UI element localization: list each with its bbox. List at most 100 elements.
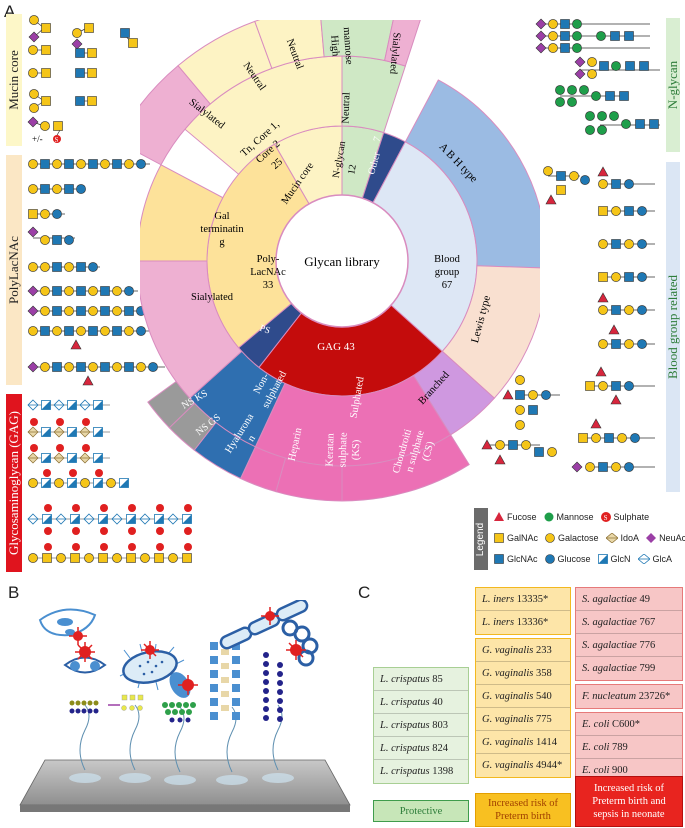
mucin-note: +/- [32, 134, 43, 144]
label-keratan-3: (KS) [351, 439, 363, 460]
strain-row: E. coli C600* [576, 713, 682, 736]
legend-row-2: GalNAc Galactose IdoA NeuAc [494, 533, 685, 543]
strain-row: G. vaginalis 4944* [476, 754, 570, 777]
legend-title: Legend [475, 522, 487, 556]
strain-row: L. crispatus 824 [374, 737, 468, 760]
strain-id: 4944* [533, 760, 563, 771]
strain-id: 803 [429, 720, 448, 731]
strain-row: G. vaginalis 1414 [476, 731, 570, 754]
strain-id: 13335* [514, 594, 549, 605]
strain-row: L. iners 13336* [476, 611, 570, 634]
label-sialylated-poly: Sialylated [191, 292, 234, 303]
category-sepsis-line-1: Increased risk of [594, 783, 664, 794]
strain-row: L. crispatus 803 [374, 714, 468, 737]
strain-id: 23726* [636, 691, 671, 702]
legend-sulphate: Sulphate [613, 512, 650, 522]
strain-species: L. crispatus [380, 766, 430, 777]
ring-abh [404, 79, 540, 269]
strain-id: 13336* [514, 617, 549, 628]
label-blood-group-count: 67 [442, 280, 453, 291]
legend-galactose: Galactose [558, 533, 599, 543]
strain-row: S. agalactiae 776 [576, 634, 682, 657]
label-hyaluronan-2: n [246, 433, 259, 444]
band-nglycan: N-glycan [665, 18, 680, 152]
strain-species: G. vaginalis [482, 668, 534, 679]
strain-id: 799 [636, 663, 656, 674]
label-sialylated-n: Sialylated [387, 32, 402, 76]
strain-id: 824 [429, 743, 448, 754]
category-sepsis: Increased risk of Preterm birth and seps… [575, 776, 683, 827]
galactose-icon [545, 533, 555, 543]
strain-species: L. crispatus [380, 697, 430, 708]
category-preterm: Increased risk of Preterm birth [475, 793, 571, 827]
strain-species: S. agalactiae [582, 640, 637, 651]
legend-glca: GlcA [652, 554, 673, 564]
ring-ns-ks [147, 380, 196, 429]
label-neutral-n: Neutral [340, 92, 352, 124]
strain-row: S. agalactiae 49 [576, 588, 682, 611]
legend-idoa: IdoA [620, 533, 640, 543]
sulphate-icon: S [600, 512, 611, 522]
glycan-array-illustration [19, 600, 351, 812]
strain-species: S. agalactiae [582, 594, 637, 605]
mannose-icon [544, 512, 554, 522]
label-polylacnac-count: 33 [263, 280, 274, 291]
glucose-icon [544, 554, 555, 564]
strain-species: L. crispatus [380, 674, 430, 685]
strain-species: S. agalactiae [582, 617, 637, 628]
strain-species: S. agalactiae [582, 663, 637, 674]
strain-id: 233 [533, 645, 552, 656]
legend-glcn: GlcN [610, 554, 631, 564]
label-chondroitin-3: (CS) [421, 440, 437, 463]
strain-id: 776 [636, 640, 656, 651]
label-keratan-2: sulphate [337, 432, 349, 468]
strain-id: 767 [636, 617, 656, 628]
strain-row: S. agalactiae 767 [576, 611, 682, 634]
category-preterm-line-1: Increased risk of [488, 798, 558, 809]
label-polylacnac: Poly- [257, 254, 280, 265]
glycan-library-sunburst: Glycan library Mucin core N-glycan 12 Ot… [140, 20, 540, 502]
preterm-strains: L. iners 13335*L. iners 13336* G. vagina… [475, 587, 571, 778]
strain-row: E. coli 789 [576, 736, 682, 759]
legend-row-1: Fucose Mannose S Sulphate [494, 512, 656, 522]
legend-glucose: Glucose [557, 554, 591, 564]
strain-species: E. coli [582, 765, 610, 776]
svg-text:S: S [603, 514, 607, 522]
strain-row: G. vaginalis 775 [476, 708, 570, 731]
strain-id: 900 [609, 765, 628, 776]
strain-species: G. vaginalis [482, 645, 534, 656]
idoa-icon [605, 533, 618, 543]
band-polylacnac: PolyLacNAc [6, 155, 22, 385]
label-nglycan-count: 12 [346, 164, 359, 176]
strain-id: 1414 [533, 737, 557, 748]
strain-species: G. vaginalis [482, 737, 534, 748]
category-protective: Protective [373, 800, 469, 822]
legend-mannose: Mannose [556, 512, 594, 522]
sunburst-center-label: Glycan library [304, 254, 380, 269]
svg-text:S: S [55, 136, 59, 144]
band-blood-group: Blood group related [665, 162, 680, 492]
legend-fucose: Fucose [507, 512, 537, 522]
strain-id: C600* [609, 719, 641, 730]
label-high-mannose: High [328, 35, 340, 57]
strain-species: L. crispatus [380, 720, 430, 731]
strain-id: 85 [429, 674, 443, 685]
label-polylacnac-2: LacNAc [250, 267, 286, 278]
label-gal-3: g [219, 237, 225, 248]
panel-label-c: C [358, 583, 371, 602]
strain-id: 1398 [429, 766, 454, 777]
neuac-icon [646, 533, 657, 543]
label-blood-group-2: group [435, 267, 460, 278]
panel-label-b: B [8, 583, 20, 602]
glca-icon [637, 554, 650, 564]
strain-id: 358 [533, 668, 552, 679]
category-preterm-line-2: Preterm birth [495, 811, 551, 822]
category-sepsis-line-2: Preterm birth and [592, 796, 666, 807]
strain-species: G. vaginalis [482, 760, 534, 771]
sunburst-center [275, 194, 409, 328]
legend-glcnac: GlcNAc [507, 554, 538, 564]
strain-species: G. vaginalis [482, 714, 534, 725]
